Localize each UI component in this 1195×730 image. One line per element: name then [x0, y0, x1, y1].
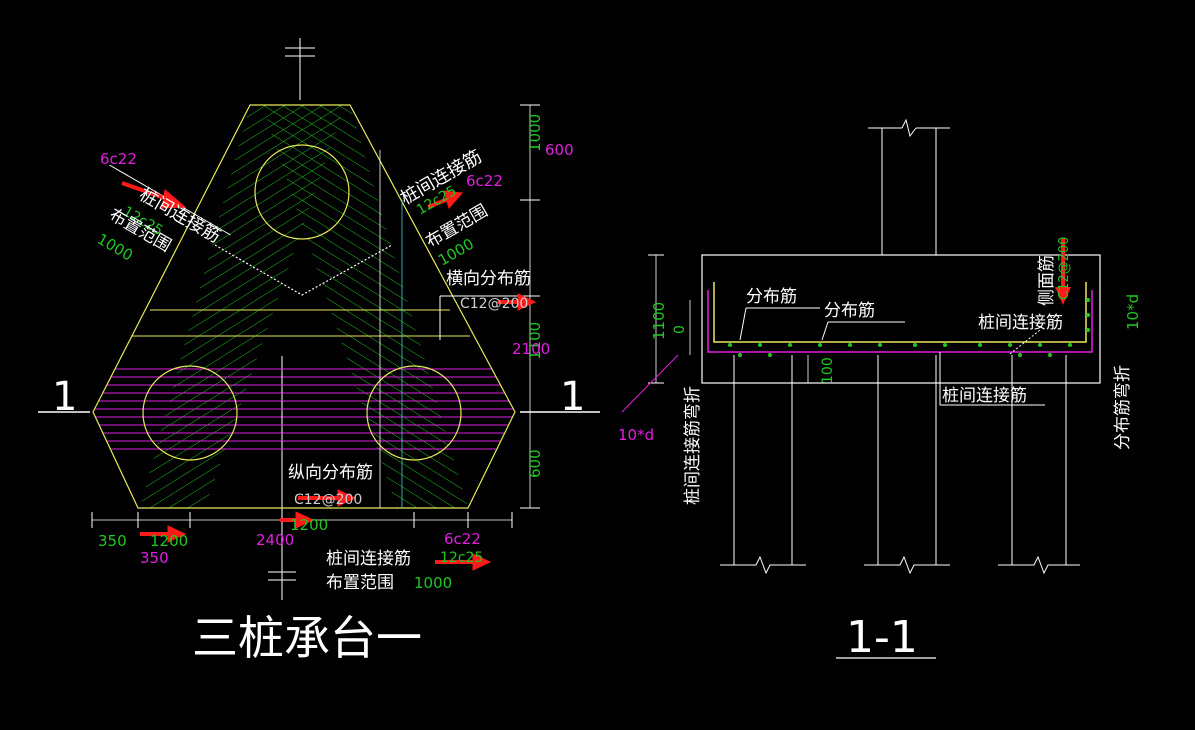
- section-mark-right: 1: [560, 374, 585, 420]
- tl-count: 6c22: [100, 150, 137, 168]
- section-title: 1-1: [846, 612, 918, 663]
- pile-right: [366, 365, 462, 461]
- conn-bottom: 桩间连接筋: [942, 386, 1027, 406]
- bottom-count: 6c22: [444, 530, 481, 548]
- dist-b: 分布筋: [824, 301, 875, 321]
- section-cap: [701, 254, 1101, 384]
- side-rebar: 侧面筋: [1037, 255, 1057, 306]
- pile-top: [254, 144, 350, 240]
- plan-title: 三桩承台一: [192, 611, 422, 665]
- dim-mid-m: 2100: [512, 340, 550, 358]
- sec-zero: 0: [672, 325, 688, 334]
- longitudinal-spec: C12@200: [294, 492, 362, 508]
- transverse-name: 横向分布筋: [446, 269, 531, 289]
- pile-left: [142, 365, 238, 461]
- tr-count: 6c22: [466, 172, 503, 190]
- bend-right: 分布筋弯折: [1113, 365, 1133, 450]
- dim-mid-c: 1200: [290, 516, 328, 534]
- dim-left-c: 1200: [150, 532, 188, 550]
- dim-mid: 1100: [526, 322, 544, 360]
- bottom-spec: 12c25: [440, 550, 483, 566]
- longitudinal-name: 纵向分布筋: [288, 463, 373, 483]
- tend-left: 10*d: [618, 426, 654, 444]
- section-view: [621, 118, 1101, 659]
- cap-outline: [92, 104, 516, 509]
- pile-cap-plan: [38, 38, 600, 600]
- rebar-bands: [93, 105, 515, 508]
- section-mark-left: 1: [52, 374, 77, 420]
- dim-mid-b: 2400: [256, 531, 294, 549]
- bottom-range: 1000: [414, 574, 452, 592]
- section-labels: 分布筋 分布筋 桩间连接筋 桩间连接筋 侧面筋 C12@200 1100 0 1…: [618, 237, 1142, 663]
- bottom-range-label: 布置范围: [326, 573, 394, 593]
- dist-a: 分布筋: [746, 287, 797, 307]
- bottom-name: 桩间连接筋: [326, 549, 411, 569]
- dim-top: 1000: [526, 114, 544, 152]
- dim-left-m: 350: [140, 549, 169, 567]
- dim-left: 350: [98, 532, 127, 550]
- dim-top-m: 600: [545, 141, 574, 159]
- section-piles: [720, 355, 1080, 575]
- red-arrows: [121, 181, 537, 571]
- side-spec: C12@200: [1057, 237, 1072, 300]
- sec-hundred: 100: [820, 357, 836, 384]
- bend-left: 桩间连接筋弯折: [683, 386, 703, 505]
- conn-top: 桩间连接筋: [978, 313, 1063, 333]
- sec-height: 1100: [650, 302, 668, 340]
- transverse-spec: C12@200: [460, 296, 528, 312]
- tend-right: 10*d: [1124, 294, 1142, 330]
- dim-bottom-r: 600: [526, 449, 544, 478]
